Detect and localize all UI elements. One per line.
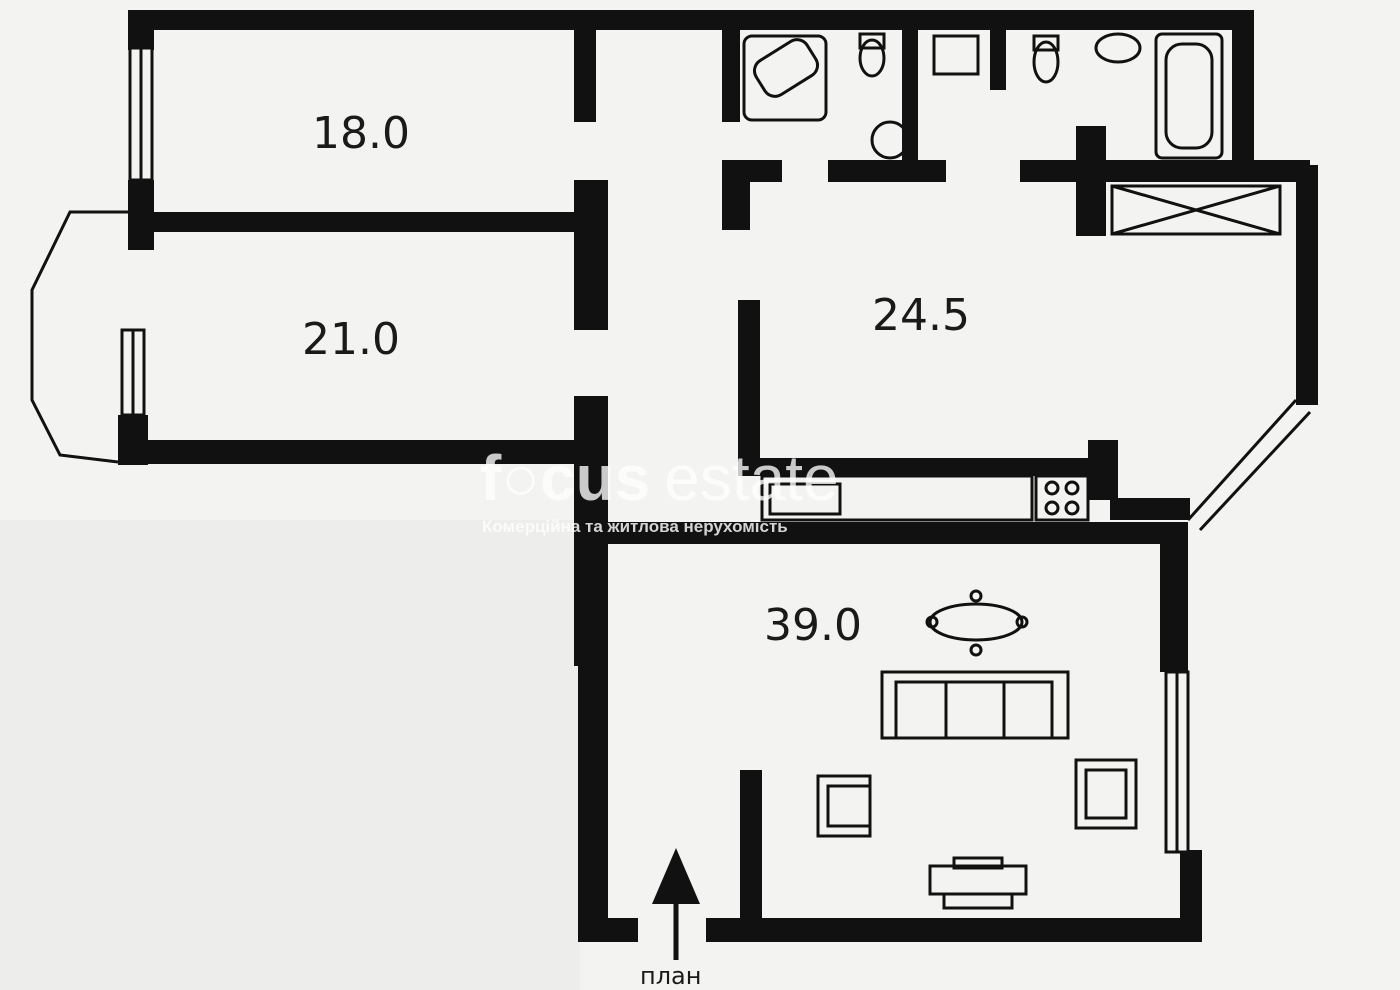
- fixtures: [742, 32, 1282, 910]
- entrance-caption: план: [640, 962, 701, 990]
- watermark-brand-start: f: [480, 442, 502, 514]
- walls: [118, 10, 1318, 942]
- watermark-brand-mid: cus: [540, 442, 650, 514]
- watermark-tagline: Комерційна та житлова нерухомість: [482, 517, 788, 536]
- windows: [120, 46, 1190, 854]
- balcony-outline: [30, 210, 1312, 532]
- room-area-39: 39.0: [764, 600, 862, 651]
- room-area-18: 18.0: [312, 108, 410, 159]
- watermark-brand-o: ○: [501, 442, 540, 514]
- entrance-arrow-icon: [652, 848, 700, 960]
- room-area-24-5: 24.5: [872, 290, 970, 341]
- room-area-21: 21.0: [302, 314, 400, 365]
- watermark-brand-end: estate: [664, 442, 838, 514]
